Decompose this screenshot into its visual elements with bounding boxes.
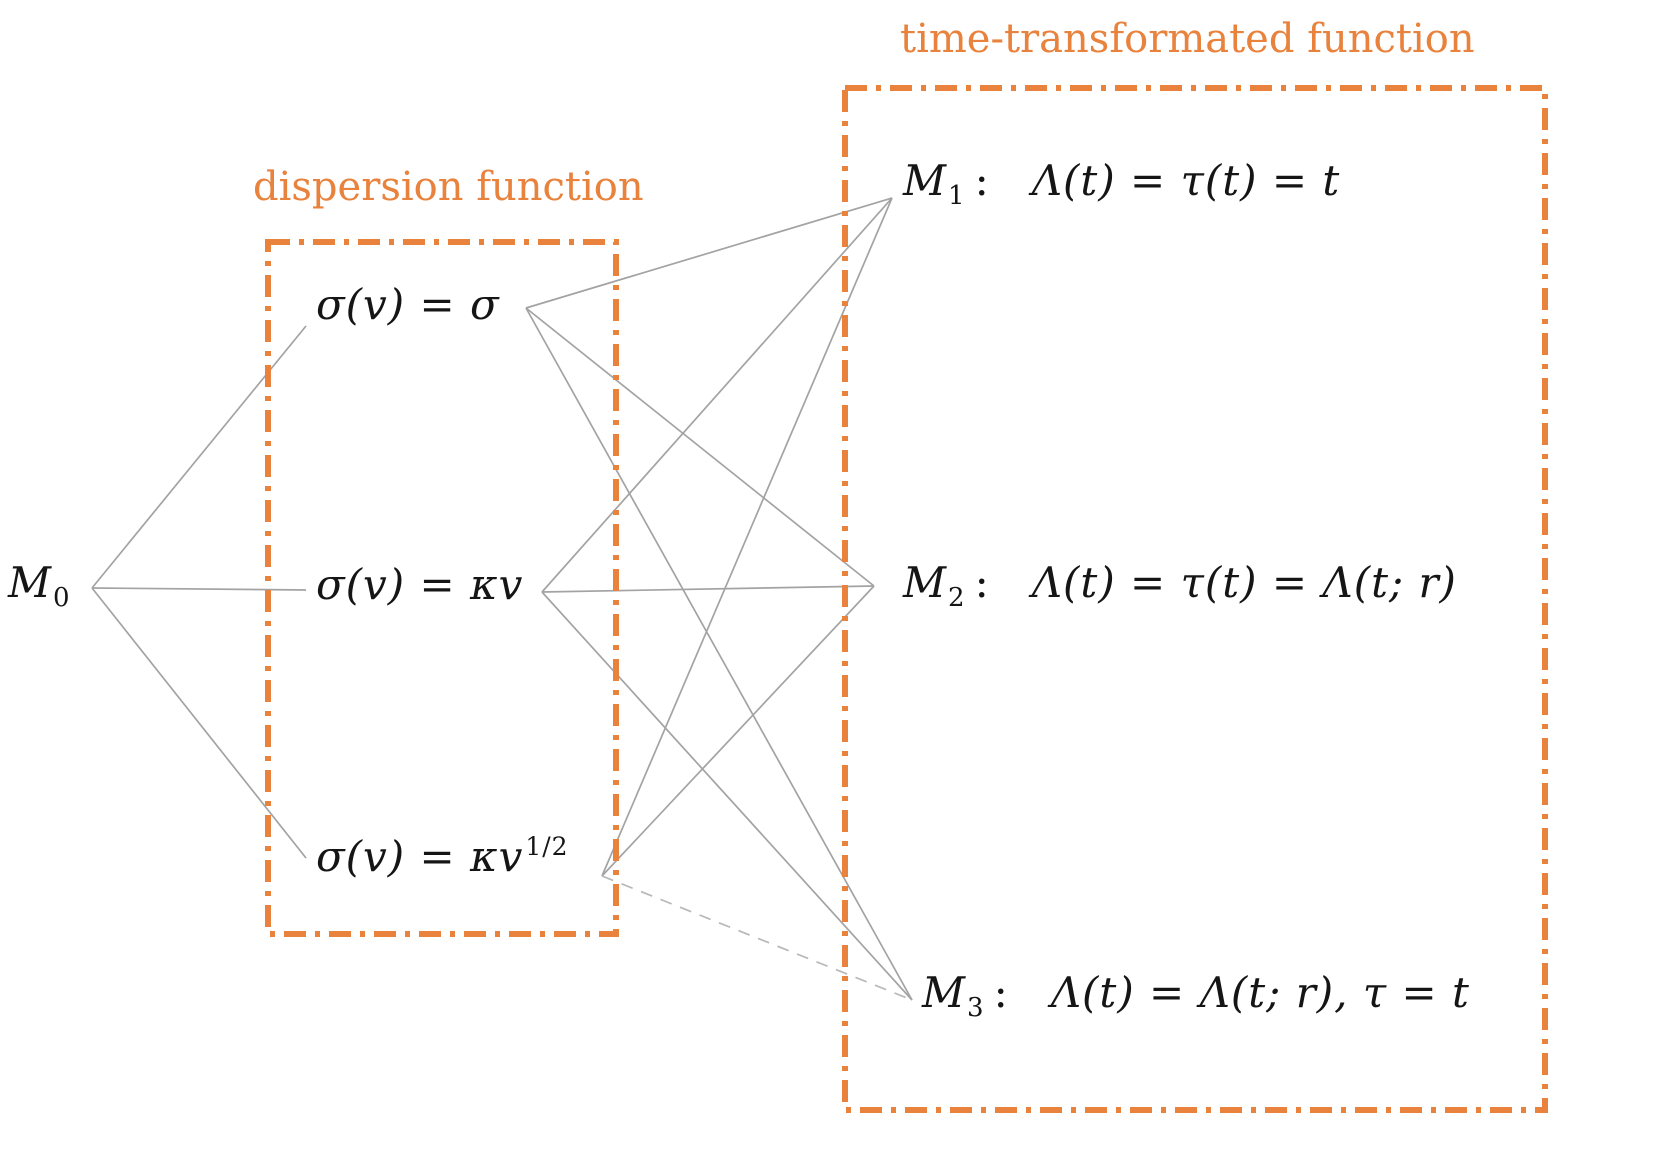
m3-formula: Λ(t) = Λ(t; r), τ = t (1050, 968, 1470, 1017)
edge-d1-M1 (541, 197, 893, 593)
edge-m0-d2 (91, 587, 307, 859)
m3-colon: : (993, 968, 1009, 1017)
edge-d2-M2 (601, 585, 875, 877)
m3-subscript: 3 (967, 993, 985, 1023)
m1-symbol: M (903, 156, 948, 205)
dispersion-box (265, 239, 619, 937)
edge-d1-M3 (541, 591, 913, 1001)
model-item-m2: M2: Λ(t) = τ(t) = Λ(t; r) (903, 558, 1457, 613)
dispersion-item-sigma-linear: σ(v) = κv (316, 560, 523, 609)
edge-d2-M1 (601, 197, 893, 877)
model-item-m3: M3: Λ(t) = Λ(t; r), τ = t (922, 968, 1470, 1023)
m2-subscript: 2 (948, 583, 966, 613)
edge-d0-M1 (525, 197, 893, 309)
m3-symbol: M (922, 968, 967, 1017)
m0-subscript: 0 (53, 583, 71, 613)
models-box (842, 85, 1548, 1113)
edge-d1-M2 (541, 585, 875, 593)
edge-d0-M3 (525, 307, 913, 1001)
edge-d0-M2 (525, 307, 875, 587)
edge-m0-d0 (91, 325, 307, 589)
dispersion-item-sigma-const: σ(v) = σ (316, 280, 500, 329)
edge-d2-M3 (601, 875, 913, 1001)
dispersion-formula-2: σ(v) = κv (316, 832, 524, 881)
m2-colon: : (974, 558, 990, 607)
dispersion-formula-0: σ(v) = σ (316, 280, 500, 329)
m0-symbol: M (8, 558, 53, 607)
node-m0: M0 (8, 558, 70, 613)
dispersion-item-sigma-sqrt: σ(v) = κv1/2 (316, 832, 569, 881)
m2-symbol: M (903, 558, 948, 607)
m1-formula: Λ(t) = τ(t) = t (1031, 156, 1341, 205)
m1-subscript: 1 (948, 181, 966, 211)
edge-m0-d1 (91, 587, 307, 591)
m1-colon: : (974, 156, 990, 205)
dispersion-exponent-2: 1/2 (525, 832, 569, 861)
dispersion-box-label: dispersion function (253, 164, 644, 210)
dispersion-formula-1: σ(v) = κv (316, 560, 524, 609)
model-item-m1: M1: Λ(t) = τ(t) = t (903, 156, 1341, 211)
models-box-label: time-transformated function (900, 16, 1475, 62)
m2-formula: Λ(t) = τ(t) = Λ(t; r) (1031, 558, 1457, 607)
